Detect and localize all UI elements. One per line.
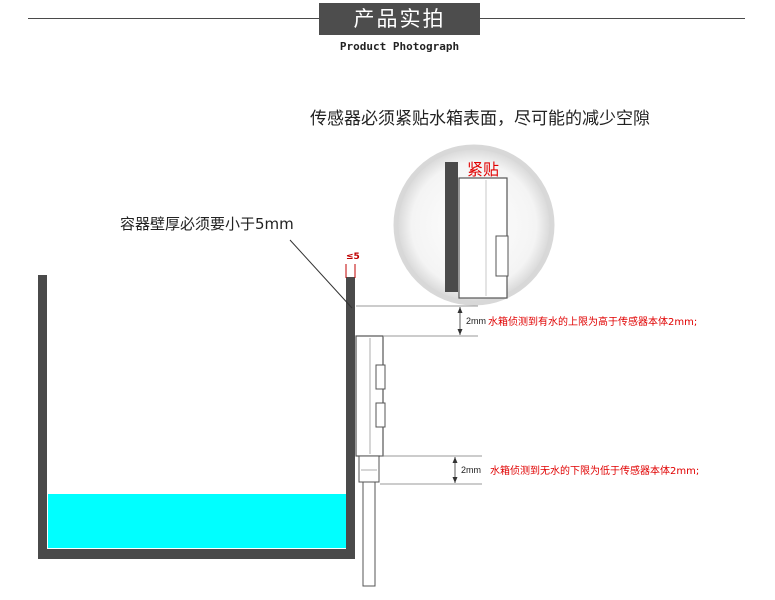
mounting-instruction: 传感器必须紧贴水箱表面，尽可能的减少空隙: [310, 109, 650, 129]
upper-limit-note: 水箱侦测到有水的上限为高于传感器本体2mm;: [488, 317, 698, 328]
thickness-limit-label: ≤5: [346, 252, 360, 262]
upper-gap-label: 2mm: [466, 316, 486, 326]
wall-thickness-note: 容器壁厚必须要小于5mm: [120, 215, 294, 233]
lower-limit-note: 水箱侦测到无水的下限为低于传感器本体2mm;: [490, 466, 700, 477]
tight-fit-label: 紧贴: [467, 160, 500, 179]
container-left-wall: [38, 275, 47, 559]
container-bottom: [38, 549, 355, 559]
container-right-wall: [346, 277, 355, 559]
section-title: 产品实拍: [319, 3, 480, 35]
section-subtitle: Product Photograph: [339, 40, 460, 53]
water-fill: [48, 494, 346, 548]
header-rule-right: [480, 18, 745, 19]
leader-line: [289, 239, 353, 309]
header-rule-left: [28, 18, 319, 19]
lower-gap-label: 2mm: [461, 465, 481, 475]
sensor-body: [355, 335, 386, 587]
magnified-detail: [393, 144, 555, 306]
